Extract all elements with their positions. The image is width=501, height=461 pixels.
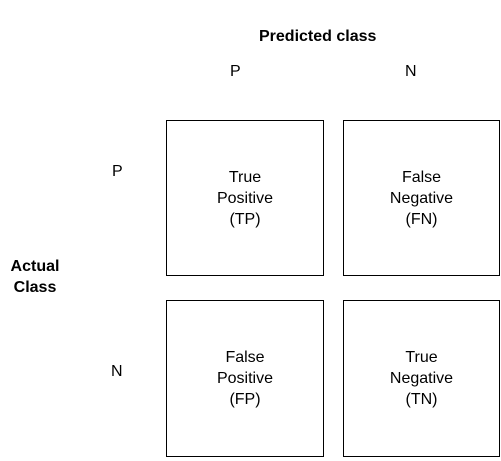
actual-class-title: Actual Class [0,256,70,298]
actual-class-title-line-1: Actual [10,258,60,275]
true-negative-cell: True Negative (TN) [343,300,500,457]
false-positive-cell: False Positive (FP) [166,300,324,457]
true-negative-line-3: (TN) [405,391,438,408]
actual-class-title-line-2: Class [13,279,57,296]
true-positive-line-1: True [228,168,262,186]
column-header-n: N [405,63,417,80]
false-negative-line-2: Negative [389,189,454,207]
row-header-p: P [112,163,123,180]
false-negative-cell: False Negative (FN) [343,120,500,276]
true-negative-text: True Negative (TN) [390,347,453,410]
true-negative-line-1: True [405,349,438,366]
true-positive-text: True Positive (TP) [217,167,273,230]
true-positive-line-2: Positive [216,189,274,207]
false-positive-line-2: Positive [216,370,274,387]
true-positive-cell: True Positive (TP) [166,120,324,276]
false-positive-line-3: (FP) [229,391,261,408]
true-positive-line-3: (TP) [229,210,261,228]
predicted-class-title: Predicted class [259,28,377,45]
false-positive-text: False Positive (FP) [217,347,273,410]
false-positive-line-1: False [225,349,265,366]
false-negative-line-1: False [401,168,442,186]
row-header-n: N [111,363,123,380]
false-negative-text: False Negative (FN) [390,167,453,230]
false-negative-line-3: (FN) [405,210,438,228]
true-negative-line-2: Negative [389,370,454,387]
column-header-p: P [230,63,241,80]
